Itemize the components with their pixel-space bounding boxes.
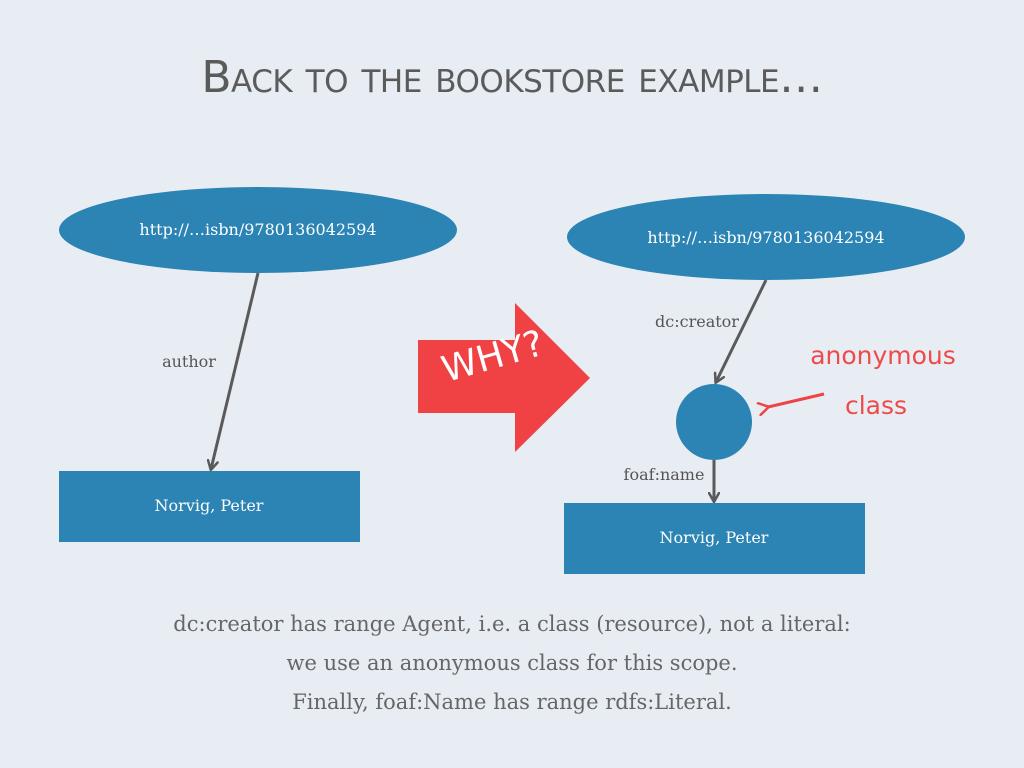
right-resource-node xyxy=(567,194,965,280)
annotation-pointer-arrow xyxy=(768,392,825,407)
left-author-edge-label: author xyxy=(162,352,216,371)
right-literal-label: Norvig, Peter xyxy=(660,528,769,547)
caption-line2: we use an anonymous class for this scope… xyxy=(286,651,738,675)
caption-line3: Finally, foaf:Name has range rdfs:Litera… xyxy=(292,690,732,714)
left-resource-label: http://…isbn/9780136042594 xyxy=(139,220,376,239)
right-literal-node xyxy=(564,503,865,574)
annotation-line1: anonymous xyxy=(810,341,956,370)
anonymous-class-node xyxy=(676,384,752,460)
left-literal-label: Norvig, Peter xyxy=(155,496,264,515)
slide-title: Back to the bookstore example… xyxy=(201,52,823,103)
caption-line1: dc:creator has range Agent, i.e. a class… xyxy=(173,612,851,636)
left-author-edge xyxy=(211,272,260,469)
why-arrow xyxy=(418,303,590,452)
right-creator-edge-label: dc:creator xyxy=(655,312,739,331)
right-creator-edge xyxy=(716,279,768,382)
annotation-line2: class xyxy=(845,391,907,420)
right-resource-label: http://…isbn/9780136042594 xyxy=(647,228,884,247)
right-name-edge-label: foaf:name xyxy=(624,465,705,484)
left-resource-node xyxy=(59,187,457,273)
left-literal-node xyxy=(59,471,360,542)
